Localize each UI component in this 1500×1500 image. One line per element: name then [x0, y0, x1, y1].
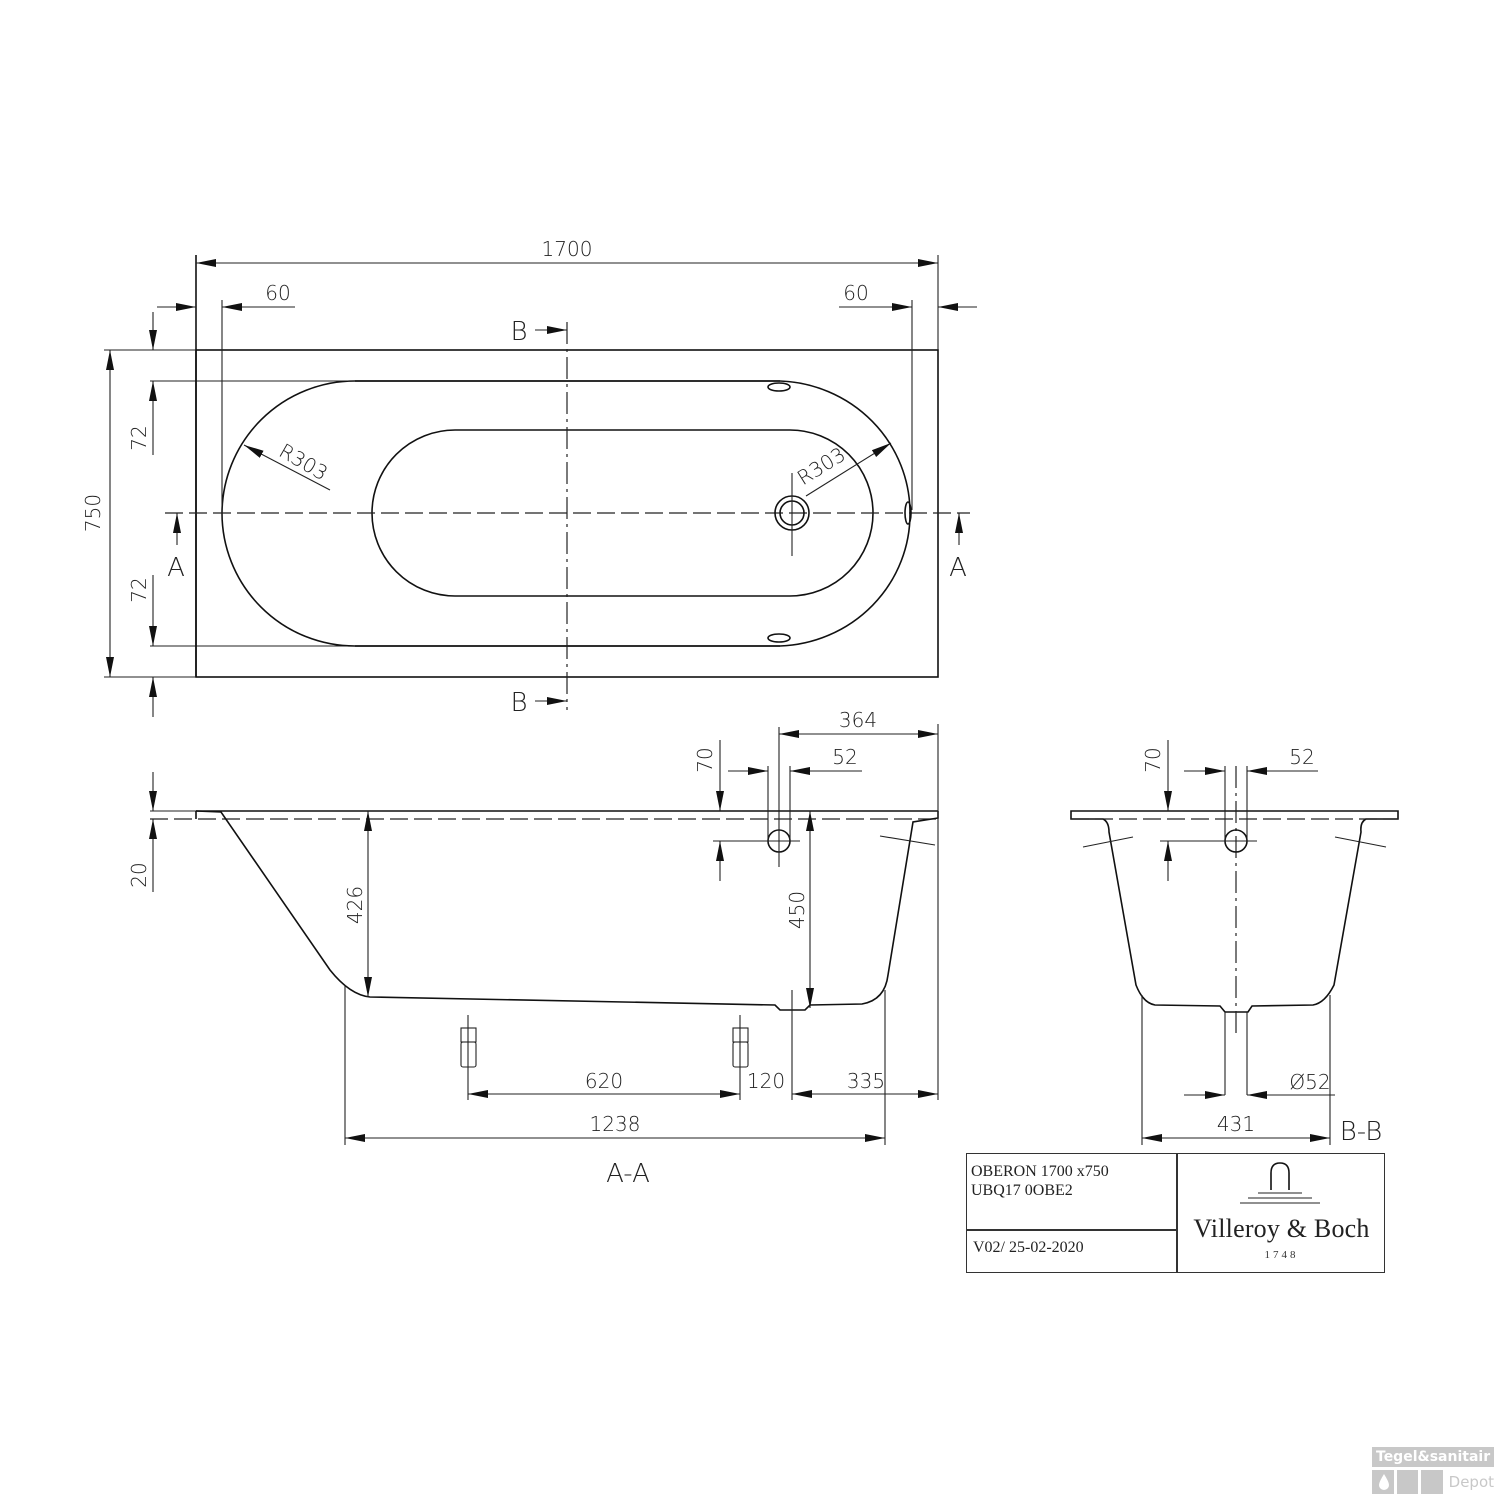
dim-base-length: 1238: [590, 1112, 641, 1136]
dim-overall-width: 750: [81, 494, 105, 532]
dim-drain-diameter: Ø52: [1289, 1070, 1330, 1094]
overflow-icon: [904, 501, 912, 525]
dim-drain-to-end: 335: [847, 1069, 885, 1093]
section-aa-view: 20 426 450 364 52 70: [127, 708, 939, 1189]
dim-left-rim: 60: [265, 281, 290, 305]
section-marker-b-bottom: B: [510, 688, 527, 718]
watermark-tile: [1396, 1470, 1419, 1494]
brand-name: Villeroy & Boch: [1193, 1214, 1370, 1243]
dim-foot-to-drain: 120: [747, 1069, 785, 1093]
dim-depth-drain: 450: [785, 891, 809, 929]
section-label-aa: A-A: [606, 1159, 650, 1189]
watermark: Tegel&sanitair Depot: [1372, 1447, 1494, 1494]
dim-overflow-to-end: 364: [839, 708, 877, 732]
section-label-bb: B-B: [1340, 1117, 1383, 1147]
watermark-brand: Tegel&sanitair: [1372, 1447, 1494, 1467]
watermark-depot: Depot: [1448, 1473, 1494, 1491]
title-block: OBERON 1700 x750 UBQ17 0OBE2 V02/ 25-02-…: [966, 1153, 1385, 1273]
section-marker-a-left: A: [167, 553, 185, 583]
dim-overflow-diameter-bb: 52: [1289, 745, 1314, 769]
article-number: UBQ17 0OBE2: [971, 1182, 1073, 1199]
plan-view: 1700 60 60 750 72 72 R303 R303 A A B: [81, 237, 977, 718]
grip-bottom-icon: [767, 633, 791, 643]
grip-top-icon: [767, 382, 791, 392]
dim-overflow-height-bb: 70: [1141, 747, 1165, 772]
dim-feet-spacing: 620: [585, 1069, 623, 1093]
dim-radius-right: R303: [793, 442, 850, 490]
section-bb-view: 52 70 Ø52 431 B-B: [1070, 740, 1399, 1147]
dim-top-rim: 72: [127, 425, 151, 450]
dim-overall-length: 1700: [542, 237, 593, 261]
bowl-outline: [221, 380, 911, 647]
dim-bottom-rim: 72: [127, 577, 151, 602]
dim-overflow-height-aa: 70: [693, 747, 717, 772]
dim-depth-head-end: 426: [343, 886, 367, 924]
watermark-tile: [1421, 1470, 1443, 1494]
dim-overflow-diameter-aa: 52: [832, 745, 857, 769]
dim-base-width: 431: [1217, 1112, 1255, 1136]
bowl-floor-outline: [371, 429, 874, 597]
foot-right-icon: [732, 1015, 749, 1100]
dim-rim-thickness: 20: [127, 862, 151, 887]
version-date: V02/ 25-02-2020: [973, 1239, 1084, 1256]
section-marker-b-top: B: [510, 317, 527, 347]
dim-radius-left: R303: [275, 439, 332, 486]
tub-profile-aa: [195, 810, 939, 1011]
model-name: OBERON 1700 x750: [971, 1163, 1109, 1180]
water-drop-icon: [1372, 1470, 1394, 1494]
section-marker-a-right: A: [949, 553, 967, 583]
tub-profile-bb: [1070, 810, 1399, 1013]
villeroy-boch-logo-icon: [1240, 1162, 1320, 1204]
dim-right-rim: 60: [843, 281, 868, 305]
title-block-divider: [1176, 1154, 1178, 1272]
title-block-divider: [967, 1229, 1176, 1231]
brand-year: 1748: [1264, 1249, 1299, 1261]
foot-left-icon: [460, 1015, 477, 1100]
